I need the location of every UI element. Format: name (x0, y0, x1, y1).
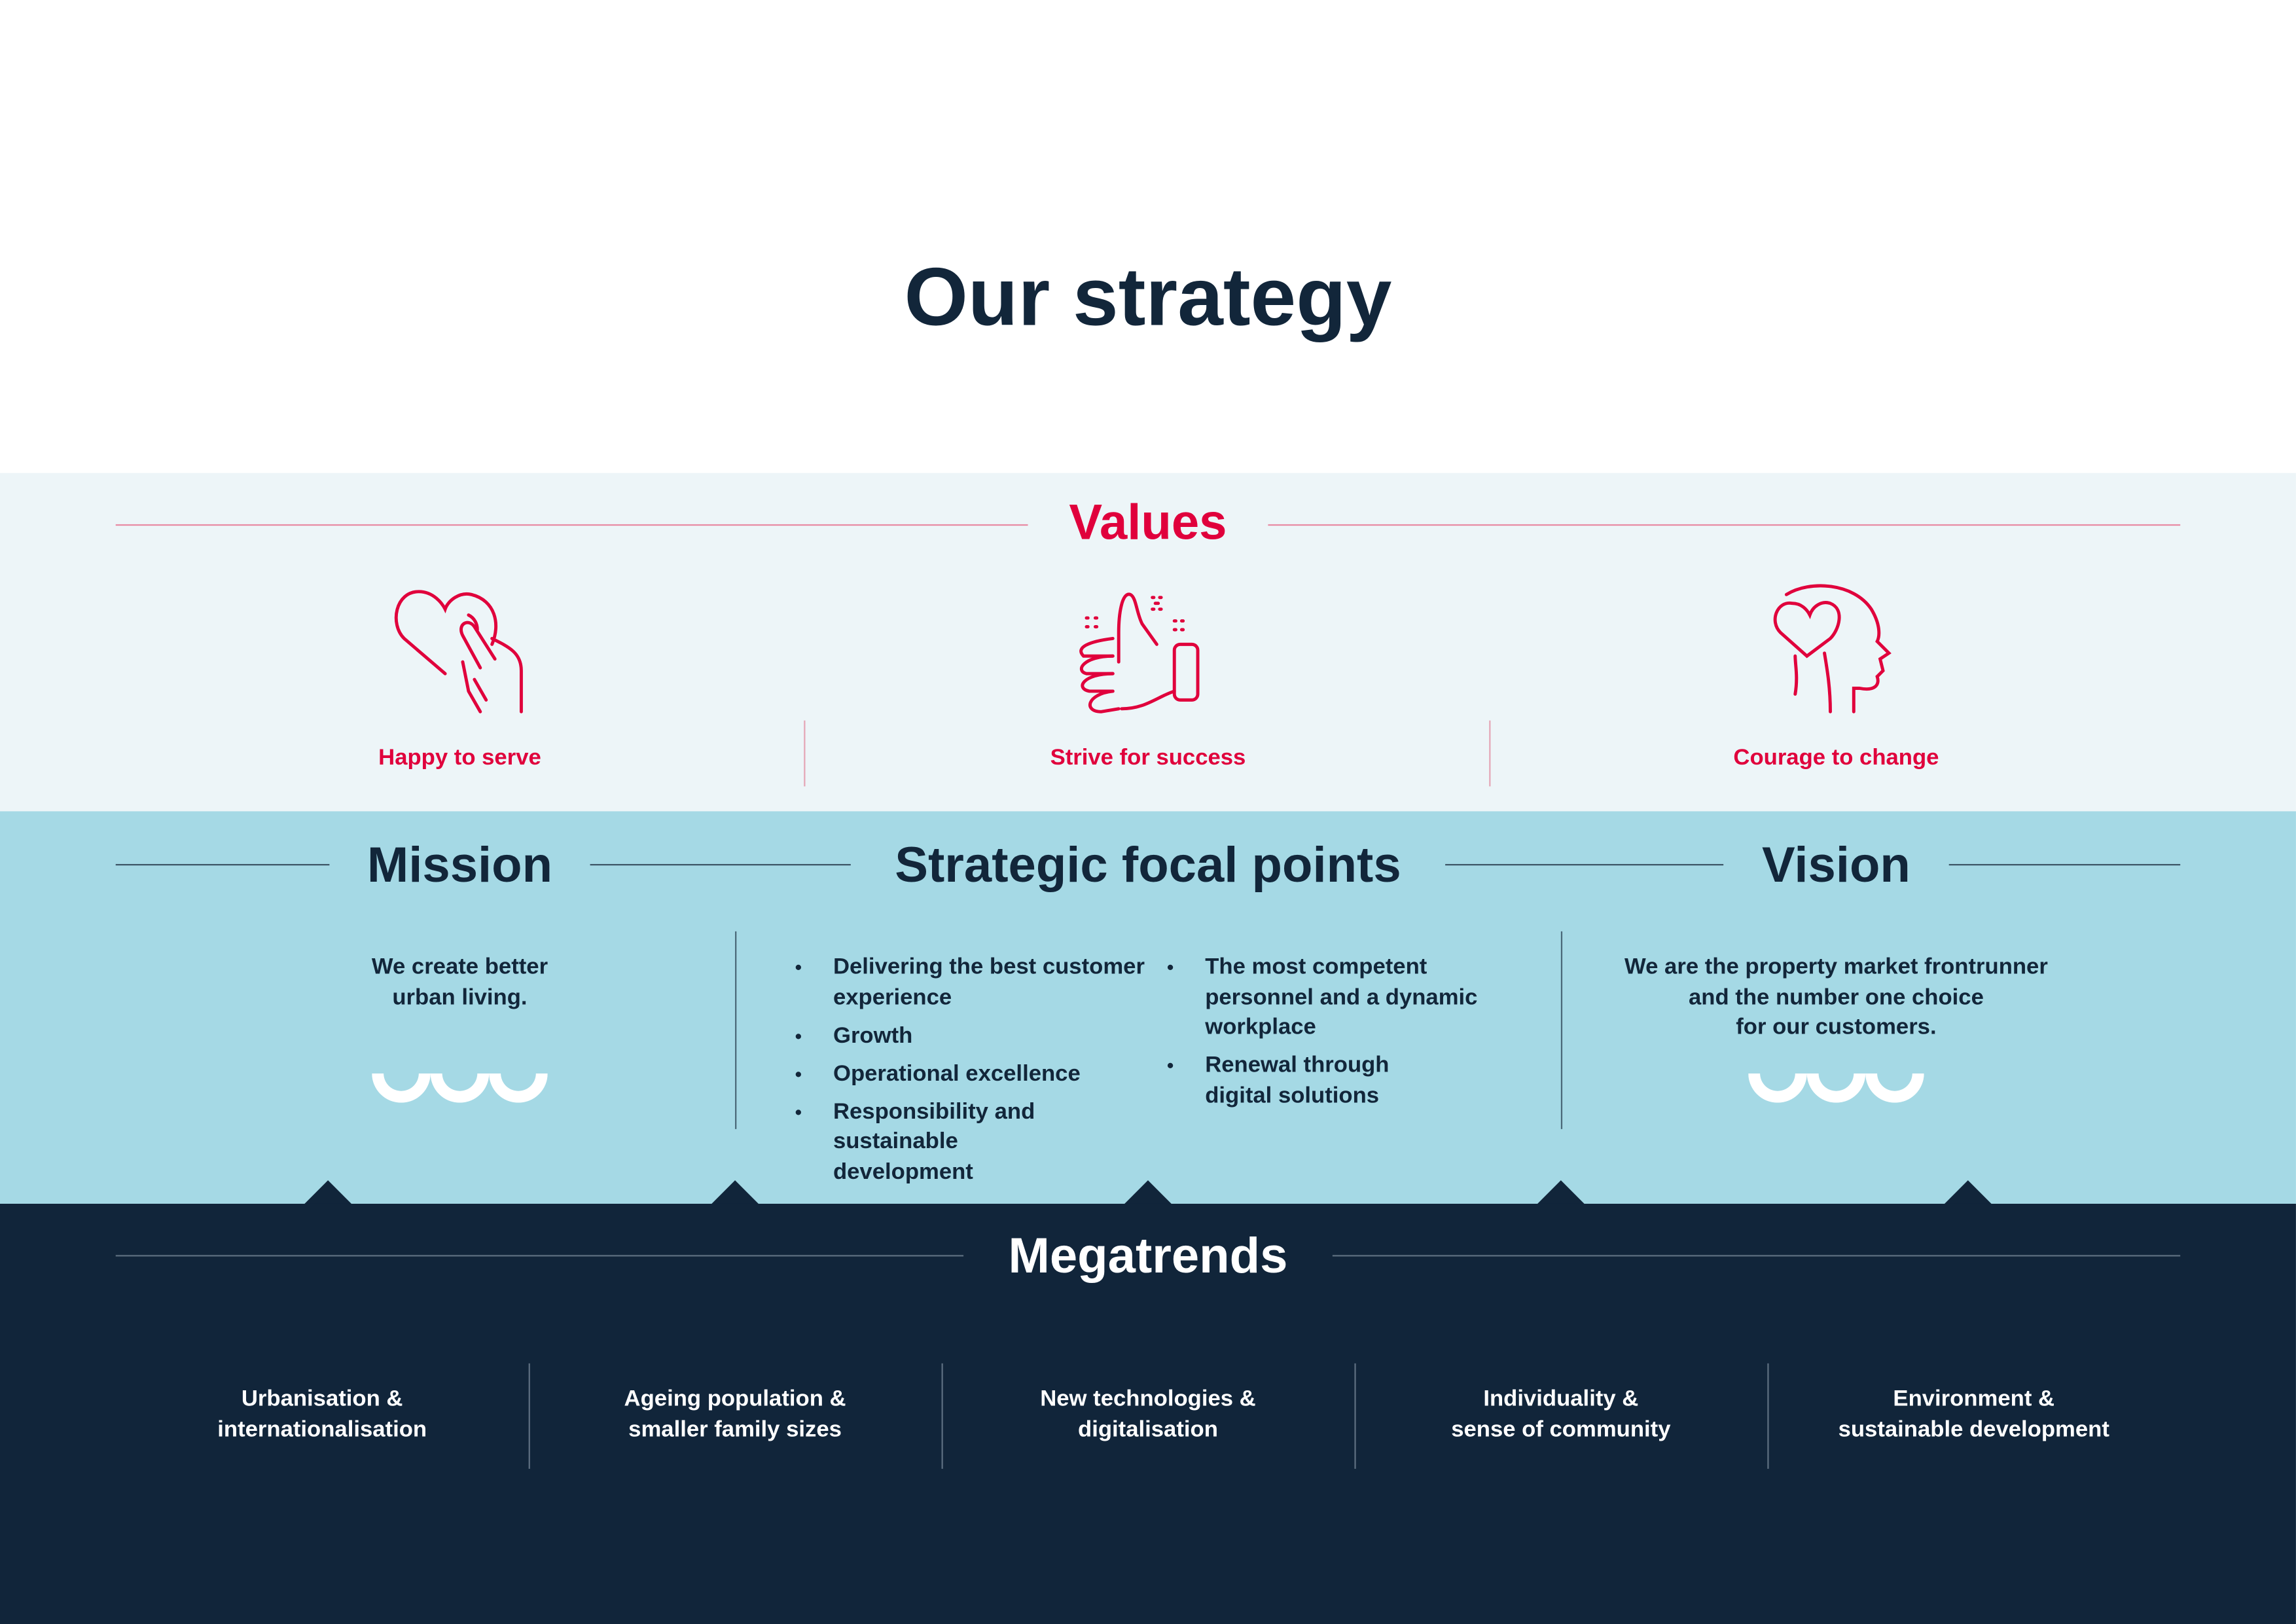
megatrend-line: sense of community (1451, 1416, 1671, 1442)
divider-line (115, 863, 330, 866)
divider-line (115, 1255, 964, 1257)
arrow-up-icon (1537, 1180, 1585, 1204)
megatrend-line: digitalisation (1078, 1416, 1218, 1442)
list-item: Growth (795, 1021, 1147, 1051)
mission-text: We create better urban living. (372, 953, 548, 1013)
list-item: Responsibility and sustainable developme… (795, 1098, 1097, 1188)
divider-line (590, 863, 851, 866)
vision-line: for our customers. (1736, 1015, 1937, 1040)
page-title: Our strategy (904, 250, 1392, 343)
megatrend-item: Environment & sustainable development (1839, 1385, 2109, 1445)
arrow-up-icon (1945, 1180, 1992, 1204)
mission-heading: Mission (367, 837, 553, 893)
wave-logo-icon (372, 1073, 548, 1103)
value-label-courage-to-change: Courage to change (1733, 745, 1939, 770)
megatrend-line: smaller family sizes (628, 1416, 842, 1442)
list-item: The most competent personnel and a dynam… (1167, 953, 1483, 1043)
value-label-happy-to-serve: Happy to serve (378, 745, 541, 770)
divider-line (804, 720, 806, 787)
divider-line (735, 931, 737, 1129)
megatrends-heading: Megatrends (1008, 1229, 1288, 1285)
divider-line (115, 524, 1028, 526)
heart-hand-icon (394, 590, 523, 713)
head-heart-icon (1773, 584, 1892, 713)
arrow-up-icon (711, 1180, 759, 1204)
megatrend-line: Ageing population & (624, 1386, 846, 1412)
divider-line (941, 1363, 943, 1469)
megatrend-item: Ageing population & smaller family sizes (624, 1385, 846, 1445)
megatrend-line: Individuality & (1483, 1386, 1639, 1412)
divider-line (1445, 863, 1724, 866)
arrow-up-icon (1124, 1180, 1172, 1204)
megatrend-item: Urbanisation & internationalisation (217, 1385, 427, 1445)
divider-line (1268, 524, 2181, 526)
divider-line (1560, 931, 1563, 1129)
megatrend-line: internationalisation (217, 1416, 427, 1442)
vision-text: We are the property market frontrunner a… (1624, 953, 2048, 1043)
arrow-up-icon (304, 1180, 351, 1204)
divider-line (528, 1363, 530, 1469)
focal-points-list-left: Delivering the best customer experience … (795, 953, 1147, 1195)
megatrend-line: Urbanisation & (241, 1386, 403, 1412)
divider-line (1948, 863, 2181, 866)
value-label-strive-for-success: Strive for success (1050, 745, 1246, 770)
megatrends-section (0, 1203, 2296, 1624)
divider-line (1489, 720, 1491, 787)
mission-line: We create better (371, 954, 548, 980)
divider-line (1332, 1255, 2181, 1257)
vision-line: We are the property market frontrunner (1624, 954, 2048, 980)
divider-line (1354, 1363, 1356, 1469)
list-item: Delivering the best customer experience (795, 953, 1147, 1013)
megatrend-item: Individuality & sense of community (1451, 1385, 1670, 1445)
focal-points-heading: Strategic focal points (895, 837, 1401, 893)
values-heading: Values (1069, 495, 1227, 551)
divider-line (1767, 1363, 1769, 1469)
vision-heading: Vision (1762, 837, 1910, 893)
wave-logo-icon (1748, 1073, 1924, 1103)
megatrend-line: Environment & (1893, 1386, 2055, 1412)
thumbs-up-icon (1079, 592, 1200, 713)
mission-line: urban living. (392, 984, 528, 1010)
list-item: Operational excellence (795, 1060, 1147, 1090)
megatrend-item: New technologies & digitalisation (1040, 1385, 1255, 1445)
megatrend-line: sustainable development (1838, 1416, 2109, 1442)
megatrend-line: New technologies & (1040, 1386, 1256, 1412)
vision-line: and the number one choice (1689, 984, 1984, 1010)
values-section (0, 473, 2296, 812)
focal-points-list-right: The most competent personnel and a dynam… (1167, 953, 1511, 1119)
list-item: Renewal through digital solutions (1167, 1051, 1454, 1111)
mission-strategy-vision-section (0, 811, 2296, 1204)
